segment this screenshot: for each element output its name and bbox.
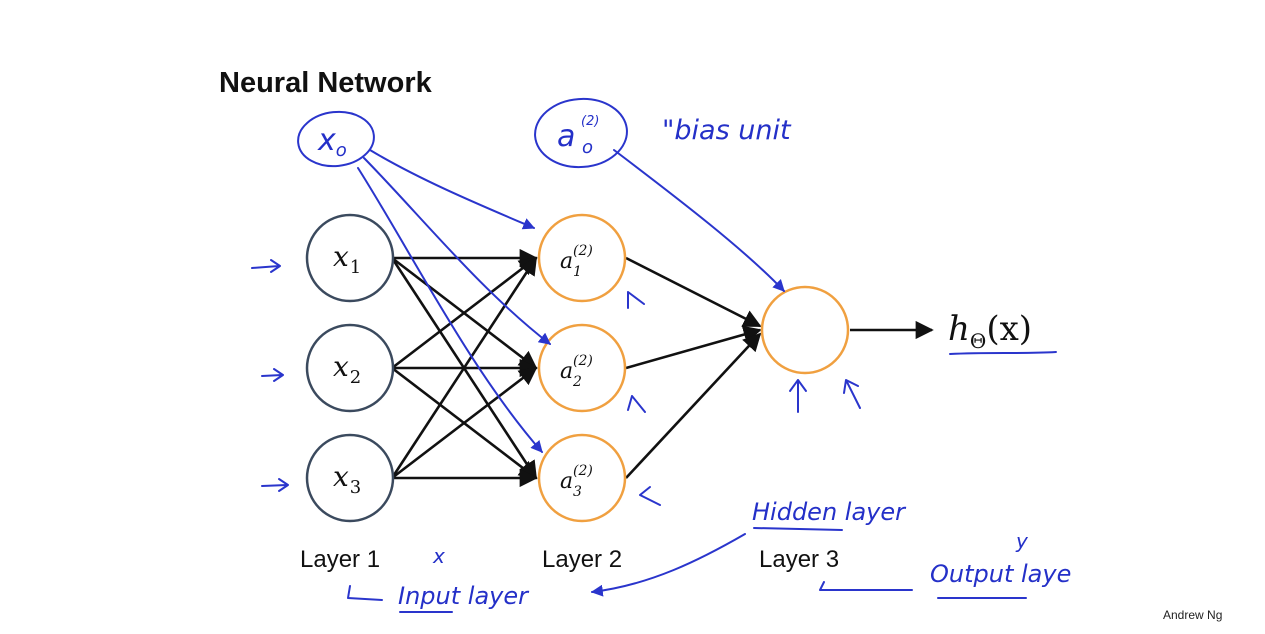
- x2-sub: 2: [350, 367, 361, 388]
- input-to-hidden-edges: [390, 248, 538, 488]
- input-arrow-3: [261, 478, 289, 492]
- svg-text:(2): (2): [573, 463, 593, 479]
- diagram-title: Neural Network: [219, 67, 433, 99]
- input-arrow-1: [251, 259, 281, 273]
- handwritten-annotations: xo a o (2) "bias unit Hidden layer Input…: [251, 97, 1071, 613]
- bias-unit-note: "bias unit: [662, 115, 792, 146]
- svg-text:o: o: [582, 137, 593, 158]
- svg-text:x1: x1: [333, 240, 361, 278]
- y-mark: y: [1015, 529, 1029, 553]
- svg-text:(2): (2): [581, 114, 599, 129]
- bias-x0-circle: [297, 110, 375, 168]
- hidden-to-output-edges: [625, 256, 934, 479]
- output-pointer-2: [843, 379, 861, 409]
- svg-text:a: a: [557, 119, 575, 154]
- input-node-x3: [305, 433, 395, 523]
- edge-a2-out: [625, 325, 762, 370]
- layer-3-label: Layer 3: [759, 546, 839, 573]
- hidden-layer-arrow: [590, 533, 746, 597]
- hidden-node-a3: [537, 433, 627, 523]
- edge-a3-out: [625, 332, 762, 479]
- hidden-node-a1: [537, 213, 627, 303]
- hidden-pointer-1: [627, 291, 645, 309]
- svg-text:1: 1: [573, 264, 582, 280]
- edge-x3-a1: [390, 256, 538, 479]
- svg-text:(2): (2): [573, 243, 593, 259]
- svg-text:hΘ(x): hΘ(x): [948, 309, 1032, 353]
- bias-x0-to-a3: [357, 167, 543, 453]
- a3-label: a 3 (2): [560, 463, 593, 500]
- x3-sub: 3: [350, 477, 361, 498]
- input-layer-arrow: [347, 585, 383, 601]
- layer-1-label: Layer 1: [300, 546, 380, 573]
- input-arrow-2: [261, 368, 284, 382]
- output-layer-arrow: [819, 581, 913, 591]
- edge-x2-a1: [391, 256, 538, 370]
- svg-text:(2): (2): [573, 353, 593, 369]
- author-credit: Andrew Ng: [1163, 608, 1222, 622]
- x2-var: x: [333, 350, 349, 383]
- edge-x3-a2: [391, 366, 538, 480]
- edge-a1-out: [625, 256, 762, 328]
- svg-text:3: 3: [573, 484, 582, 500]
- output-node: [760, 285, 850, 375]
- x1-var: x: [333, 240, 349, 273]
- hidden-pointer-2: [627, 395, 646, 413]
- layer-2-label: Layer 2: [542, 546, 622, 573]
- svg-text:xo: xo: [317, 123, 347, 161]
- a1-label: a 1 (2): [560, 243, 593, 280]
- output-underline: [949, 351, 1057, 355]
- hidden-layer-note: Hidden layer: [752, 498, 907, 526]
- bias-x0-to-a2: [363, 157, 551, 345]
- input-node-x2: [305, 323, 395, 413]
- svg-text:x3: x3: [333, 460, 361, 498]
- x3-var: x: [333, 460, 349, 493]
- hidden-layer-nodes: a 1 (2) a 2 (2) a 3 (2): [537, 213, 627, 523]
- bias-x0-to-a1: [369, 149, 536, 230]
- input-layer-note: Input layer: [398, 582, 530, 610]
- a2-label: a 2 (2): [560, 353, 593, 390]
- hidden-node-a2: [537, 323, 627, 413]
- x-mark: x: [432, 544, 445, 568]
- bias-a0-circle: [534, 97, 628, 169]
- hidden-layer-underline: [753, 527, 843, 531]
- output-layer-note: Output laye: [930, 560, 1071, 588]
- svg-text:x2: x2: [333, 350, 361, 388]
- input-node-x1: [305, 213, 395, 303]
- input-layer-nodes: x1 x2 x3: [305, 213, 395, 523]
- svg-text:2: 2: [572, 374, 582, 390]
- svg-text:a: a: [560, 469, 573, 494]
- svg-text:a: a: [560, 249, 573, 274]
- hidden-pointer-3: [639, 486, 661, 506]
- output-pointer-1: [789, 379, 807, 413]
- x1-sub: 1: [350, 257, 361, 278]
- svg-text:a: a: [560, 359, 573, 384]
- output-expression: hΘ(x): [948, 309, 1057, 355]
- bias-a0-to-output: [613, 149, 785, 292]
